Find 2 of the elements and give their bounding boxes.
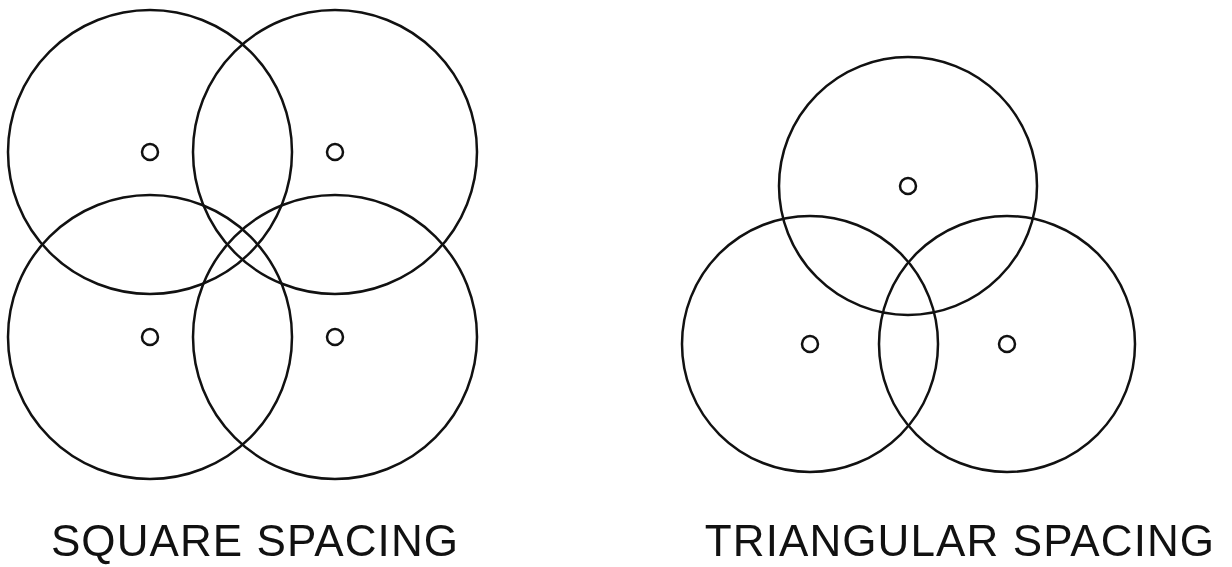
caption-label: TRIANGULAR SPACING: [703, 515, 1217, 567]
caption-label: SQUARE SPACING: [49, 515, 461, 567]
